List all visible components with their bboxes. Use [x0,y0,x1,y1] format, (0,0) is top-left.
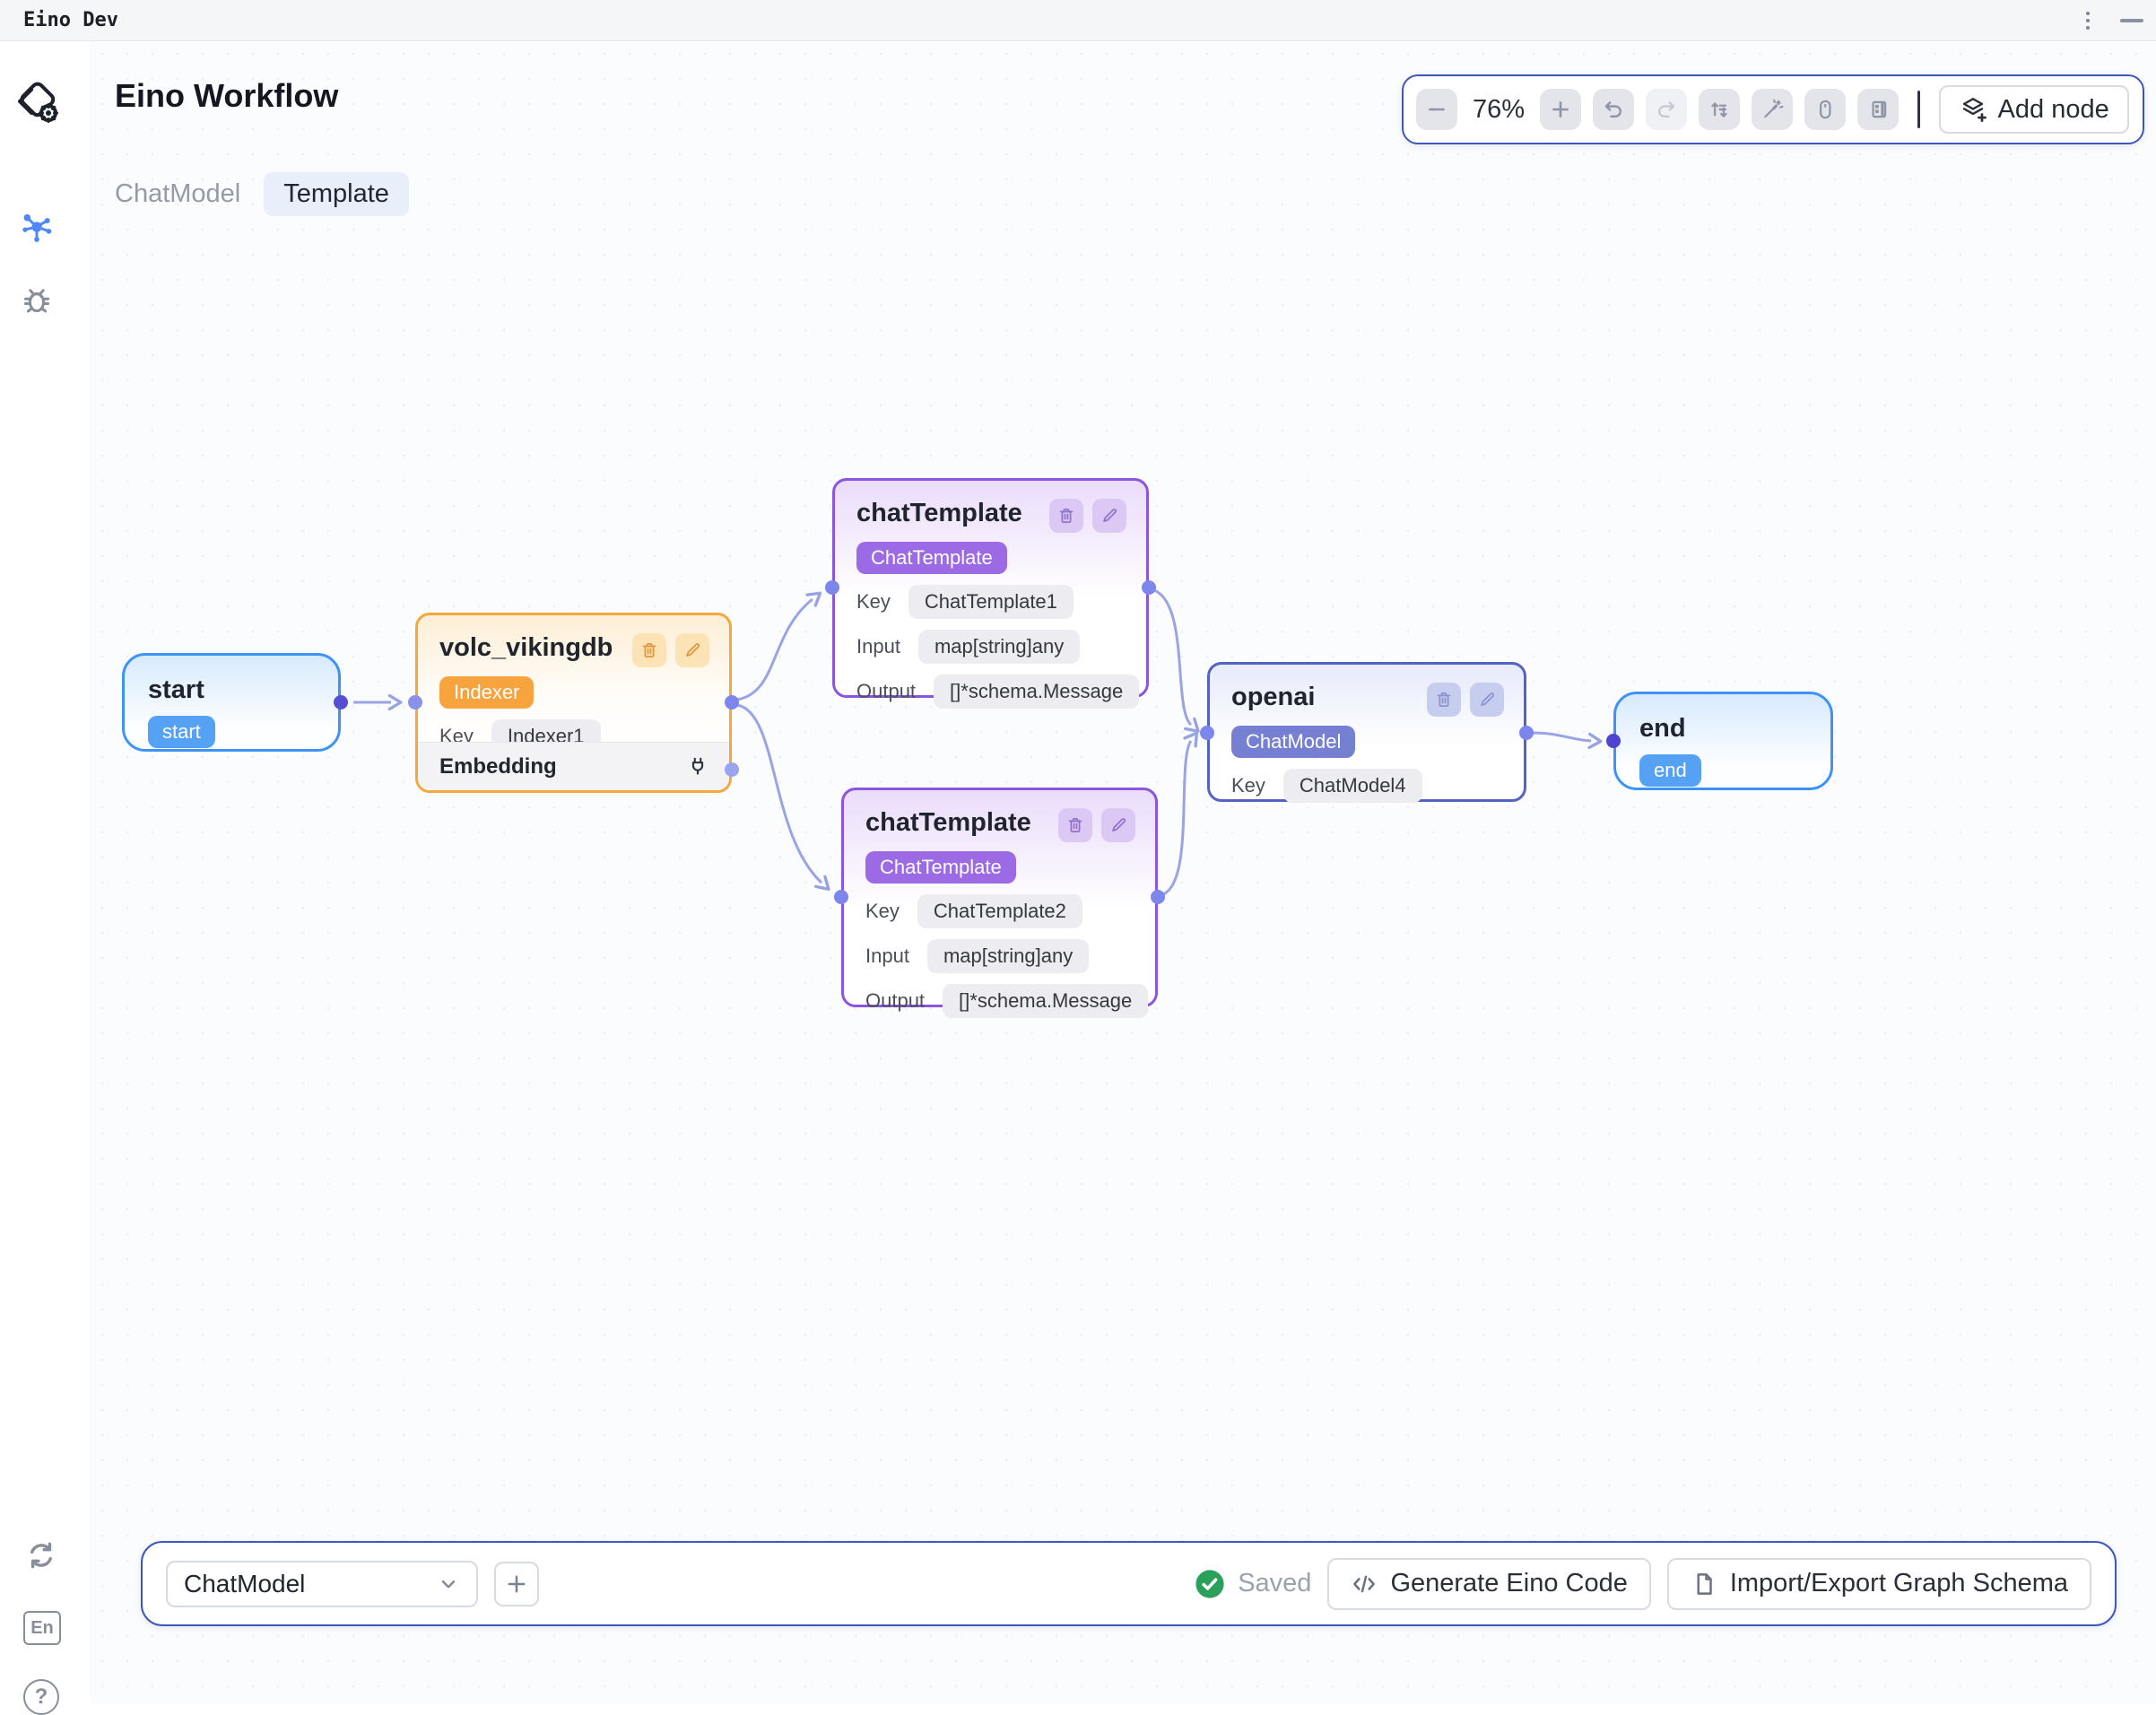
field-value-chip: []*schema.Message [934,675,1140,709]
pencil-icon [1112,818,1126,831]
delete-node-button[interactable] [1049,499,1083,533]
trash-icon [1068,817,1082,833]
node-type-badge: end [1639,754,1701,787]
edit-node-button[interactable] [1101,808,1135,842]
code-icon [1353,1575,1376,1592]
pencil-icon [1481,692,1495,706]
help-icon[interactable]: ? [23,1679,59,1715]
embedding-section[interactable]: Embedding [418,742,729,790]
pencil-icon [1103,509,1117,522]
delete-node-button[interactable] [1058,808,1092,842]
save-status: Saved [1195,1569,1311,1599]
canvas-toolbar: 76% [1402,74,2144,144]
field-label: Key [856,590,891,613]
trash-icon [1437,692,1451,708]
undo-button[interactable] [1593,89,1635,130]
zoom-in-button[interactable] [1540,89,1582,130]
trash-icon [642,642,656,658]
window-title: Eino Dev [23,9,118,31]
node-volc-vikingdb[interactable]: volc_vikingdb Indexer Key Indexer1 Embed… [415,613,732,793]
chevron-down-icon [441,1580,456,1589]
field-label: Key [865,900,900,922]
window-titlebar: Eino Dev [0,0,2156,41]
page-title: Eino Workflow [115,77,339,114]
toolbar-divider [1917,91,1920,128]
node-type-select[interactable]: ChatModel [166,1560,478,1607]
add-node-type-button[interactable] [494,1561,539,1606]
workflow-graph-icon[interactable] [18,208,56,246]
overflow-menu-icon[interactable] [2082,8,2093,33]
language-toggle-icon[interactable]: En [23,1611,61,1645]
field-value-chip: ChatTemplate1 [908,585,1074,619]
node-type-badge: ChatModel [1231,726,1356,758]
node-chattemplate-2[interactable]: chatTemplate ChatTemplate Key ChatTempla… [841,788,1158,1018]
import-export-button[interactable]: Import/Export Graph Schema [1666,1557,2091,1610]
debug-bug-icon[interactable] [20,282,54,318]
plug-icon [691,757,704,775]
field-label: Input [856,635,900,657]
mouse-mode-button[interactable] [1804,89,1847,130]
plus-icon [508,1575,526,1592]
node-type-badge: ChatTemplate [856,542,1007,574]
sync-refresh-icon[interactable] [23,1537,59,1573]
field-label: Output [865,989,926,1012]
trash-icon [1059,508,1074,524]
magic-wand-button[interactable] [1752,89,1794,130]
node-chattemplate-1[interactable]: chatTemplate ChatTemplate Key ChatTempla… [832,478,1149,709]
left-sidebar: En ? [0,41,90,1715]
delete-node-button[interactable] [632,633,666,667]
node-type-badge: ChatTemplate [865,851,1016,884]
edit-node-button[interactable] [1092,499,1126,533]
minimize-icon[interactable] [2120,19,2143,22]
field-value-chip: ChatModel4 [1282,769,1422,803]
field-label: Input [865,945,909,967]
redo-button[interactable] [1646,89,1688,130]
edit-node-button[interactable] [675,633,709,667]
pencil-icon [686,643,700,657]
field-value-chip: ChatTemplate2 [917,894,1082,928]
generate-code-button[interactable]: Generate Eino Code [1327,1557,1651,1610]
check-circle-icon [1195,1569,1224,1598]
minimap-button[interactable] [1857,89,1900,130]
workflow-tabs: ChatModel Template [115,172,409,216]
add-node-button[interactable]: Add node [1938,85,2129,134]
field-value-chip: map[string]any [926,939,1090,973]
field-label: Output [856,680,917,702]
field-value-chip: map[string]any [917,630,1081,664]
auto-layout-button[interactable] [1699,89,1741,130]
zoom-out-button[interactable] [1416,89,1457,130]
delete-node-button[interactable] [1427,683,1461,717]
field-value-chip: []*schema.Message [943,984,1149,1018]
node-type-badge: Indexer [439,676,535,709]
zoom-level: 76% [1473,94,1526,124]
bottom-toolbar: ChatModel Saved Generate Eino Code Impor… [141,1541,2117,1626]
node-openai[interactable]: openai ChatModel Key ChatModel4 [1207,662,1526,803]
tab-template[interactable]: Template [264,172,409,216]
node-end[interactable]: end end [1613,692,1833,790]
edit-node-button[interactable] [1470,683,1504,717]
file-icon [1697,1572,1712,1595]
layers-plus-icon [1962,98,1986,122]
field-label: Key [1231,774,1265,797]
tab-chatmodel[interactable]: ChatModel [115,179,241,208]
node-start[interactable]: start start [122,653,341,752]
node-type-badge: start [148,716,215,748]
eino-logo-icon [11,77,65,129]
